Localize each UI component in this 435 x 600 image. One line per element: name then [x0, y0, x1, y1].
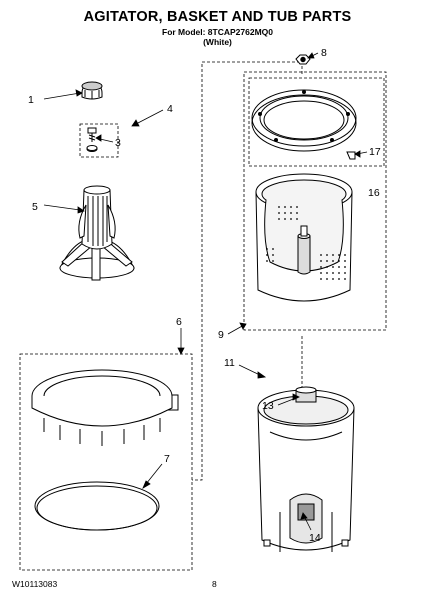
- connector-line: [192, 61, 300, 481]
- part-8-nut: [295, 54, 311, 65]
- part-11-tub: [257, 386, 355, 552]
- callout-3: 3: [115, 137, 121, 149]
- part-9-basket: [255, 173, 353, 302]
- leader-lines: [43, 52, 368, 531]
- callout-8: 8: [321, 47, 327, 59]
- callout-14: 14: [309, 532, 321, 544]
- model-info: For Model: 8TCAP2762MQ0 (White): [0, 27, 435, 47]
- part-2-bolt: [87, 127, 97, 142]
- part-1-cap: [81, 81, 103, 100]
- callout-7: 7: [164, 453, 170, 465]
- callout-1: 1: [28, 94, 34, 106]
- group-box-4: [79, 123, 119, 158]
- part-5-agitator: [59, 185, 135, 281]
- group-box-9: [243, 71, 387, 331]
- callout-9: 9: [218, 329, 224, 341]
- part-17-clip: [346, 151, 356, 160]
- page-title: AGITATOR, BASKET AND TUB PARTS: [83, 9, 352, 25]
- doc-number: W10113083: [12, 579, 58, 589]
- callout-16: 16: [368, 187, 380, 199]
- group-box-6: [19, 353, 193, 571]
- part-6-ring-assembly: [31, 369, 179, 446]
- part-3-washer: [86, 145, 98, 152]
- callout-11: 11: [224, 357, 235, 369]
- model-line: For Model: 8TCAP2762MQ0: [162, 27, 273, 37]
- callout-6: 6: [176, 316, 182, 328]
- callout-13: 13: [262, 400, 274, 412]
- group-box-16: [248, 77, 385, 167]
- color-line: (White): [203, 37, 232, 47]
- page-number: 8: [212, 579, 217, 589]
- callout-4: 4: [167, 103, 173, 115]
- callout-5: 5: [32, 201, 38, 213]
- part-7-snap-ring: [34, 481, 160, 531]
- part-16-balance-ring: [251, 89, 357, 152]
- callout-17: 17: [369, 146, 381, 158]
